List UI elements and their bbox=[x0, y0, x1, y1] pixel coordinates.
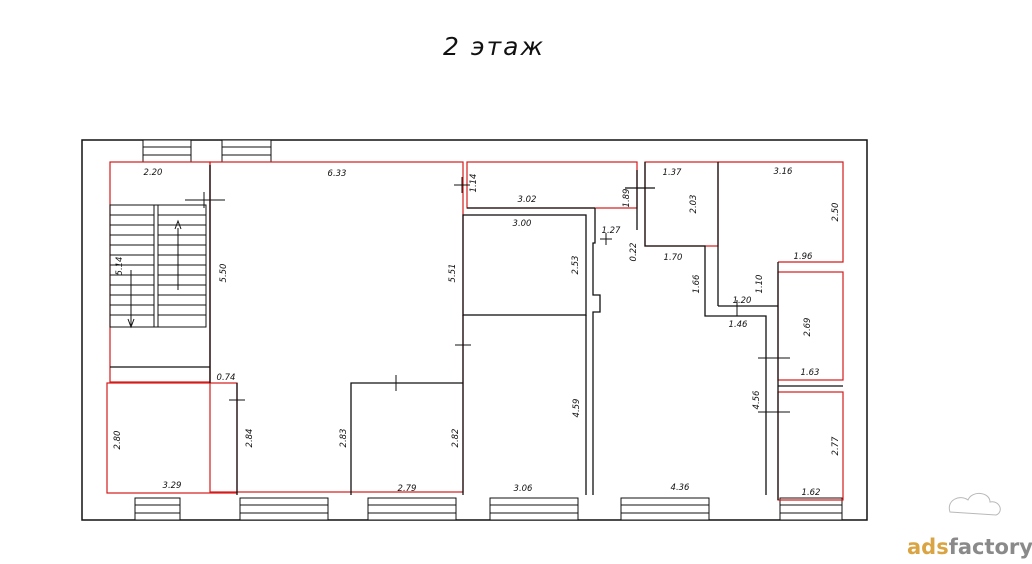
dim-label: 2.69 bbox=[803, 318, 813, 337]
dim-label: 1.27 bbox=[602, 226, 622, 236]
dim-label: 1.66 bbox=[692, 274, 702, 294]
dim-label: 2.82 bbox=[451, 429, 461, 448]
dim-label: 1.89 bbox=[622, 189, 632, 208]
window-bottom-1 bbox=[134, 497, 181, 521]
dim-label: 3.00 bbox=[513, 219, 532, 229]
dim-label: 1.46 bbox=[729, 320, 749, 330]
dim-label: 3.29 bbox=[163, 481, 182, 491]
window-bottom-2 bbox=[239, 497, 329, 521]
dim-label: 2.79 bbox=[398, 484, 417, 494]
dim-label: 2.20 bbox=[144, 168, 163, 178]
dim-label: 0.74 bbox=[217, 373, 236, 383]
window-bottom-5 bbox=[620, 497, 710, 521]
room-outline-stairs bbox=[109, 161, 211, 383]
dim-label: 0.22 bbox=[629, 243, 639, 262]
dim-label: 3.16 bbox=[774, 167, 794, 177]
dim-label: 2.83 bbox=[339, 429, 349, 448]
dim-label: 3.06 bbox=[514, 484, 534, 494]
dim-label: 1.70 bbox=[664, 253, 683, 263]
room-outline-top-mid bbox=[466, 161, 638, 209]
dim-label: 6.33 bbox=[328, 169, 347, 179]
dimension-labels: 2.20 6.33 1.14 3.02 1.89 1.37 2.03 3.16 … bbox=[113, 167, 841, 498]
dim-label: 5.14 bbox=[115, 257, 125, 276]
window-top-2 bbox=[221, 139, 272, 163]
window-top-1 bbox=[142, 139, 192, 163]
dim-label: 4.56 bbox=[752, 390, 762, 410]
dim-label: 4.59 bbox=[572, 399, 582, 418]
windows bbox=[134, 139, 843, 521]
window-bottom-4 bbox=[489, 497, 579, 521]
dim-label: 2.03 bbox=[689, 195, 699, 214]
dim-label: 2.50 bbox=[831, 203, 841, 222]
dim-label: 5.51 bbox=[448, 264, 458, 283]
dim-label: 2.53 bbox=[571, 256, 581, 275]
window-bottom-3 bbox=[367, 497, 457, 521]
room-outline-left-bottom bbox=[106, 382, 238, 494]
dim-label: 2.77 bbox=[831, 436, 841, 456]
cloud-icon bbox=[948, 493, 1001, 516]
dim-label: 4.36 bbox=[671, 483, 691, 493]
dim-label: 1.62 bbox=[802, 488, 821, 498]
dim-label: 1.63 bbox=[801, 368, 820, 378]
dim-label: 1.20 bbox=[733, 296, 752, 306]
outer-wall bbox=[81, 139, 868, 521]
window-bottom-6 bbox=[779, 497, 843, 521]
dim-label: 2.80 bbox=[113, 431, 123, 450]
interior-walls bbox=[110, 162, 843, 500]
room-outline-top-small bbox=[644, 161, 719, 247]
dim-label: 1.96 bbox=[794, 252, 814, 262]
dim-label: 1.37 bbox=[663, 168, 683, 178]
dim-label: 1.14 bbox=[469, 174, 479, 193]
room-outline-right-top bbox=[718, 161, 844, 263]
floor-title: 2 этаж bbox=[443, 32, 545, 61]
watermark-text: adsfactory bbox=[907, 535, 1032, 559]
dim-label: 1.10 bbox=[755, 275, 765, 294]
watermark-logo: adsfactory bbox=[907, 493, 1032, 559]
door-ticks bbox=[185, 177, 790, 413]
dim-label: 3.02 bbox=[518, 195, 537, 205]
staircase bbox=[109, 204, 207, 329]
dim-label: 2.84 bbox=[245, 429, 255, 448]
dim-label: 5.50 bbox=[219, 264, 229, 283]
room-outlines bbox=[106, 161, 844, 501]
